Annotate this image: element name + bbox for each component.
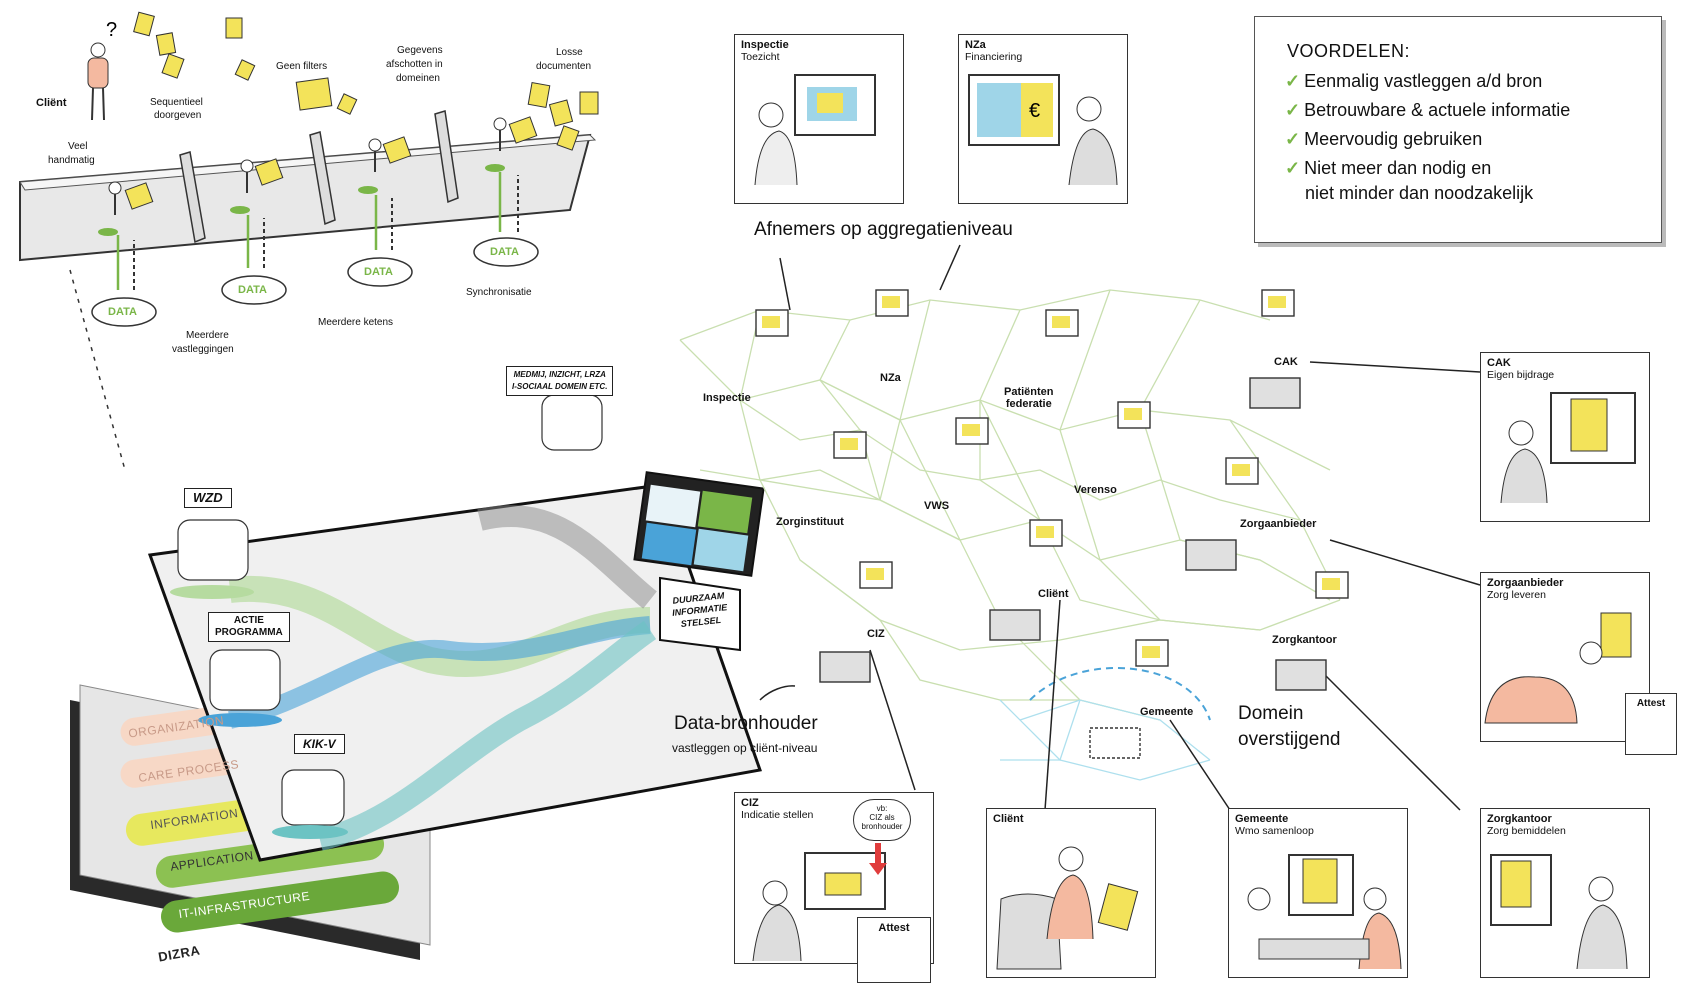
strip-sequentieel-label-1: Sequentieel [150, 97, 203, 108]
check-icon: ✓ [1285, 129, 1301, 149]
strip-gegevens-label-2: afschotten in [386, 59, 443, 70]
network-lines [679, 289, 1341, 721]
strip-losse-label-1: Losse [556, 47, 583, 58]
node-zorginstituut: Zorginstituut [776, 516, 844, 528]
nza-scene: € [968, 74, 1118, 186]
data-cloud-label: DATA [490, 246, 519, 258]
network-workstations [755, 289, 1349, 759]
node-zorgaanbieder: Zorgaanbieder [1240, 518, 1317, 530]
node-nza: NZa [880, 372, 901, 384]
advantage-item-continuation: niet minder dan noodzakelijk [1305, 183, 1534, 203]
attest-card: Attest [1625, 693, 1677, 755]
node-vws: VWS [924, 500, 950, 512]
data-cloud-label: DATA [364, 266, 393, 278]
advantage-item: ✓Meervoudig gebruiken [1285, 129, 1483, 149]
strip-losse-label-2: documenten [536, 61, 592, 72]
node-cak: CAK [1274, 356, 1298, 368]
node-ciz: CIZ [867, 628, 885, 640]
strip-meerdere-label-1: Meerdere [186, 330, 229, 341]
domain-lines [999, 699, 1211, 781]
svg-text:?: ? [106, 19, 117, 41]
process-strip: ? [19, 11, 599, 471]
domain-boundary [1029, 666, 1211, 721]
loose-documents [133, 11, 599, 151]
data-clouds [91, 237, 539, 327]
client-figure: ? [87, 19, 117, 121]
strip-synchronisatie-label: Synchronisatie [466, 287, 532, 298]
domein-caption: Domein [1238, 703, 1304, 724]
puzzle-monitor [633, 471, 765, 652]
svg-text:€: € [1029, 100, 1040, 122]
strip-client-label: Cliënt [36, 97, 67, 109]
node-inspectie: Inspectie [703, 392, 751, 404]
barrier [179, 151, 206, 244]
callout-client: Cliënt [986, 808, 1156, 978]
zorgaanbieder-scene [1484, 612, 1632, 724]
platform [147, 483, 762, 862]
zorgkantoor-scene [1490, 854, 1628, 970]
check-icon: ✓ [1285, 71, 1301, 91]
wzd-sign: WZD [184, 488, 232, 508]
advantage-item: ✓Eenmalig vastleggen a/d bron [1285, 71, 1543, 91]
cak-scene [1500, 392, 1636, 504]
advantages-panel: VOORDELEN: ✓Eenmalig vastleggen a/d bron… [1254, 16, 1662, 243]
check-icon: ✓ [1285, 158, 1301, 178]
advantage-item: ✓Niet meer dan nodig en [1285, 158, 1492, 178]
node-verenso: Verenso [1074, 484, 1117, 496]
strip-veel-label: Veel [68, 141, 88, 152]
advantages-list: ✓Eenmalig vastleggen a/d bron ✓Betrouwba… [1285, 69, 1570, 210]
strip-gegevens-label-3: domeinen [396, 73, 440, 84]
check-icon: ✓ [1285, 100, 1301, 120]
strip-gegevens-label-1: Gegevens [397, 45, 443, 56]
strip-meerdere-label-2: vastleggingen [172, 344, 234, 355]
kikv-sign: KIK-V [294, 734, 345, 754]
strip-meerdere-ketens-label: Meerdere ketens [318, 317, 394, 328]
gemeente-scene [1247, 854, 1402, 970]
node-client: Cliënt [1038, 588, 1069, 600]
databronhouder-subcaption: vastleggen op cliënt-niveau [672, 741, 818, 755]
data-cloud-label: DATA [108, 306, 137, 318]
callout-connectors [759, 244, 1481, 811]
strip-sequentieel-label-2: doorgeven [154, 110, 202, 121]
barrier [434, 110, 459, 204]
data-cloud-label: DATA [238, 284, 267, 296]
strip-geen-filters-label: Geen filters [276, 61, 328, 72]
overstijgend-caption: overstijgend [1238, 729, 1341, 750]
inspectie-scene [754, 74, 876, 186]
advantage-item: ✓Betrouwbare & actuele informatie [1285, 100, 1571, 120]
node-zorgkantoor: Zorgkantoor [1272, 634, 1337, 646]
ciz-scene [752, 843, 887, 962]
worker-figures [98, 116, 538, 236]
client-scene [996, 846, 1139, 970]
strip-handmatig-label: handmatig [48, 155, 95, 166]
afnemers-caption: Afnemers op aggregatieniveau [754, 219, 1013, 240]
databronhouder-caption: Data-bronhouder [674, 713, 818, 734]
advantages-heading: VOORDELEN: [1287, 41, 1411, 61]
data-arrows [116, 172, 502, 290]
ciz-attest-card: Attest [857, 917, 931, 983]
barrier [309, 131, 336, 226]
node-gemeente: Gemeente [1140, 706, 1194, 718]
